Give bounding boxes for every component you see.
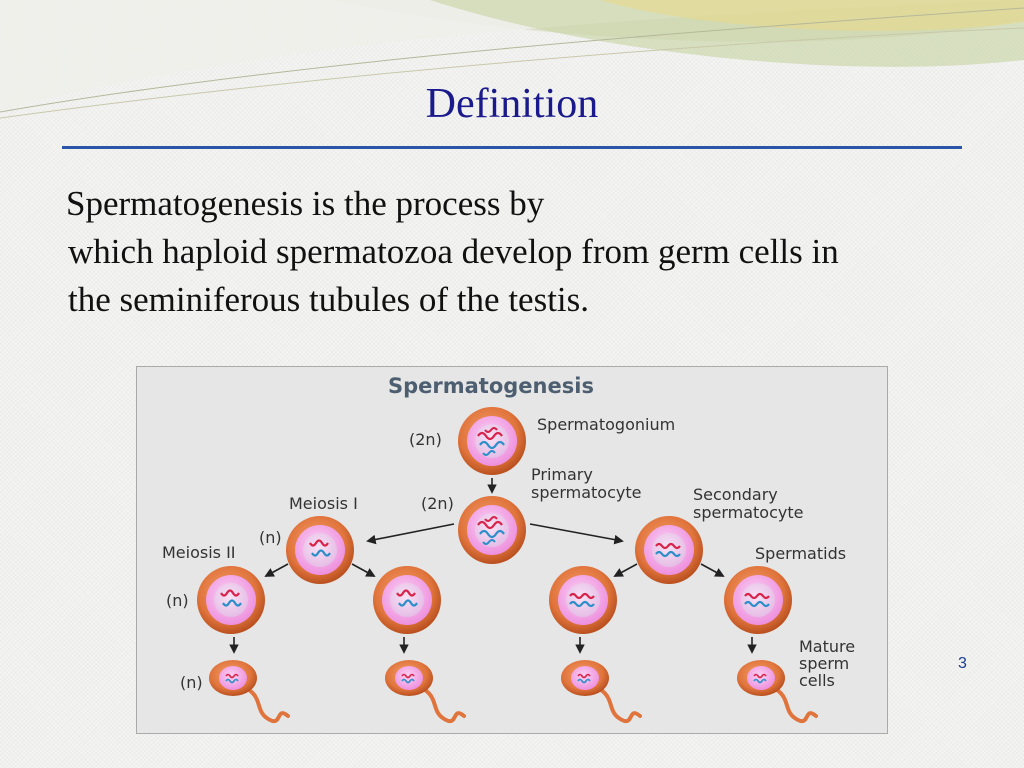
arrow-secondary-right-to-spermatid-3 bbox=[613, 563, 638, 577]
definition-paragraph: Spermatogenesis is the process by which … bbox=[66, 180, 966, 324]
arrow-secondary-left-to-spermatid-1 bbox=[264, 563, 289, 577]
cell-spermatid-1 bbox=[197, 566, 265, 634]
label-spermatogonium-ploidy: (2n) bbox=[409, 430, 442, 449]
label-primary-line1: Primary bbox=[531, 465, 593, 484]
spermatogenesis-diagram: Spermatogenesis bbox=[136, 366, 888, 734]
figure-title: Spermatogenesis bbox=[388, 374, 594, 398]
label-primary-ploidy: (2n) bbox=[421, 494, 454, 513]
title-underline bbox=[62, 146, 962, 149]
label-meiosis-2-ploidy: (n) bbox=[166, 591, 189, 610]
cell-spermatogonium bbox=[458, 407, 526, 475]
arrow-secondary-right-to-spermatid-4 bbox=[700, 563, 725, 577]
label-mature-ploidy: (n) bbox=[180, 673, 203, 692]
cell-spermatid-2 bbox=[373, 566, 441, 634]
arrow-primary-to-secondary-right bbox=[529, 523, 624, 545]
label-mature-line2: sperm bbox=[799, 654, 849, 673]
definition-line-1: Spermatogenesis is the process by bbox=[66, 184, 545, 223]
mature-sperm-cell-2 bbox=[385, 660, 466, 724]
arrow-primary-to-secondary-left bbox=[366, 523, 455, 545]
label-primary-line2: spermatocyte bbox=[531, 483, 641, 502]
definition-line-3: the seminiferous tubules of the testis. bbox=[68, 280, 590, 319]
label-spermatogonium: Spermatogonium bbox=[537, 415, 675, 434]
label-spermatids: Spermatids bbox=[755, 544, 846, 563]
label-secondary-line2: spermatocyte bbox=[693, 503, 803, 522]
label-meiosis-2: Meiosis II bbox=[162, 543, 236, 562]
label-mature-line3: cells bbox=[799, 671, 835, 690]
cell-spermatid-3 bbox=[549, 566, 617, 634]
slide-number: 3 bbox=[958, 655, 967, 672]
label-mature-line1: Mature bbox=[799, 637, 855, 656]
slide-title: Definition bbox=[425, 81, 599, 127]
cell-secondary-spermatocyte-left bbox=[286, 516, 354, 584]
label-meiosis-1-ploidy: (n) bbox=[259, 528, 282, 547]
definition-line-2: which haploid spermatozoa develop from g… bbox=[68, 232, 839, 271]
arrow-secondary-left-to-spermatid-2 bbox=[351, 563, 376, 577]
label-meiosis-1: Meiosis I bbox=[289, 494, 358, 513]
header-swoosh-decoration bbox=[0, 0, 1024, 119]
cell-spermatid-4 bbox=[724, 566, 792, 634]
cell-secondary-spermatocyte-right bbox=[635, 516, 703, 584]
mature-sperm-cell-4 bbox=[737, 660, 818, 724]
arrows bbox=[229, 478, 757, 654]
label-secondary-line1: Secondary bbox=[693, 485, 778, 504]
mature-sperm-cell-1 bbox=[209, 660, 290, 724]
cell-primary-spermatocyte bbox=[458, 496, 526, 564]
mature-sperm-cell-3 bbox=[561, 660, 642, 724]
